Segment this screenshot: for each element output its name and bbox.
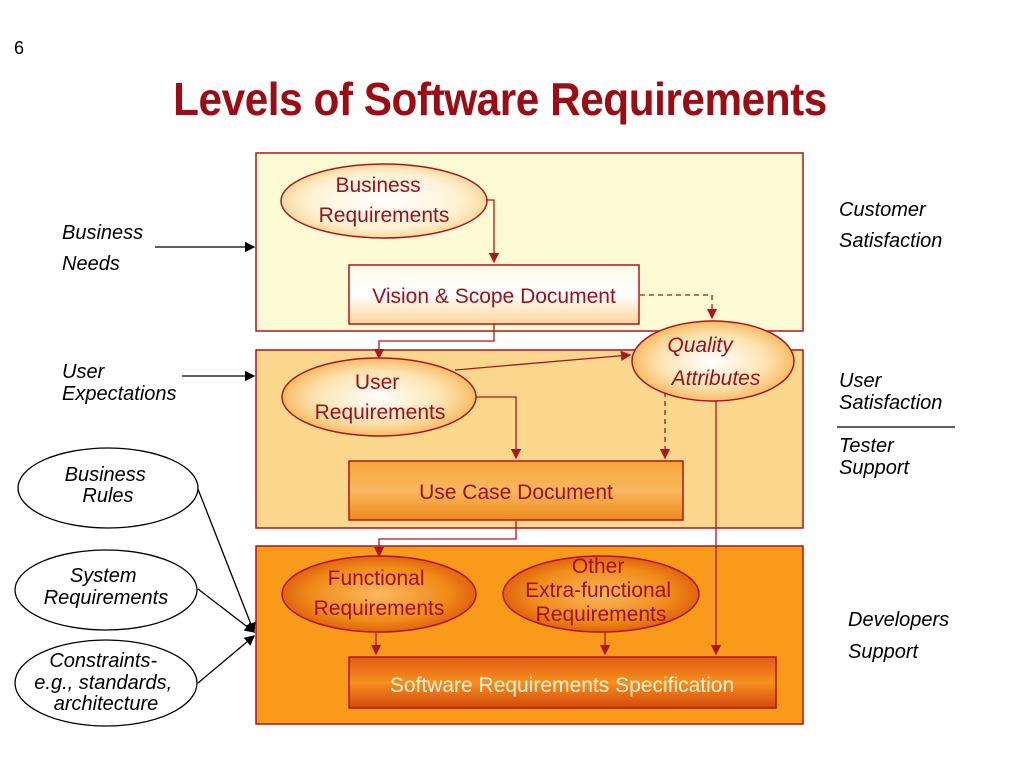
svg-text:User Expectations: User Expectations bbox=[62, 361, 177, 405]
constraints-label: architecture bbox=[54, 693, 159, 715]
constraints-connector bbox=[197, 635, 255, 684]
business-requirements-label: Requirements bbox=[319, 204, 450, 227]
svg-text:System Requirements: System Requirements bbox=[44, 565, 169, 609]
slide-number: 6 bbox=[14, 38, 25, 58]
business-needs-label: Needs bbox=[62, 253, 120, 275]
use-case-box bbox=[348, 460, 684, 521]
functional-requirements-label: Requirements bbox=[314, 597, 445, 620]
usecase-to-functional-connector bbox=[373, 521, 517, 558]
constraints-label: e.g., standards, bbox=[34, 672, 172, 694]
user-to-usecase-connector bbox=[475, 396, 522, 460]
user-satisfaction-label: User bbox=[839, 370, 883, 392]
user-requirements-label: User bbox=[355, 371, 399, 394]
user-expectations-label: User bbox=[62, 361, 106, 383]
extra-functional-label: Other bbox=[572, 555, 625, 578]
extra-functional-oval bbox=[502, 555, 700, 633]
vision-scope-label: Vision & Scope Document bbox=[372, 285, 616, 308]
business-requirements-oval bbox=[280, 163, 488, 239]
quality-attributes-label: Attributes bbox=[670, 367, 761, 390]
system-requirements-oval bbox=[14, 549, 198, 631]
svg-text:Customer Satisfaction: Customer Satisfaction bbox=[839, 199, 942, 252]
system-requirements-label: System bbox=[70, 565, 137, 587]
user-satisfaction-label: Satisfaction bbox=[839, 392, 942, 414]
slide-title: Levels of Software Requirements bbox=[173, 73, 827, 125]
vision-scope-box bbox=[348, 264, 640, 325]
functional-requirements-label: Functional bbox=[328, 567, 425, 590]
vision-to-quality-connector bbox=[640, 294, 718, 320]
developers-support-label: Developers bbox=[848, 609, 949, 631]
user-requirements-label: Requirements bbox=[315, 401, 446, 424]
system-requirements-connector bbox=[197, 588, 256, 633]
business-rules-label: Business bbox=[65, 464, 146, 486]
business-rules-connector bbox=[195, 483, 256, 634]
business-rules-oval bbox=[17, 447, 199, 529]
functional-requirements-oval bbox=[281, 555, 477, 633]
use-case-label: Use Case Document bbox=[419, 481, 613, 504]
svg-text:Business Rules: Business Rules bbox=[65, 464, 152, 507]
tester-support-label: Tester bbox=[839, 435, 895, 457]
constraints-oval bbox=[14, 639, 198, 727]
quality-attributes-oval bbox=[631, 320, 795, 402]
user-requirements-oval bbox=[281, 357, 477, 437]
business-requirements-label: Business bbox=[335, 174, 420, 197]
business-to-vision-connector bbox=[486, 199, 500, 264]
extra-functional-label: Requirements bbox=[536, 603, 667, 626]
business-needs-label: Business bbox=[62, 222, 143, 244]
quality-attributes-label: Quality bbox=[667, 334, 734, 357]
tester-support-label: Support bbox=[839, 457, 910, 479]
svg-text:Quality Attributes: Quality Attributes bbox=[667, 334, 760, 390]
srs-label: Software Requirements Specification bbox=[390, 674, 734, 697]
developers-support-label: Support bbox=[848, 641, 919, 663]
customer-satisfaction-label: Satisfaction bbox=[839, 230, 942, 252]
svg-text:Business Requirements: Business Requirements bbox=[319, 174, 450, 227]
vision-to-user-connector bbox=[373, 324, 495, 360]
extra-functional-label: Extra-functional bbox=[525, 579, 671, 602]
user-to-quality-connector bbox=[454, 350, 632, 371]
svg-text:Developers Support: Developers Support bbox=[848, 609, 955, 663]
svg-text:User Satisfaction: User Satisfaction bbox=[839, 370, 942, 414]
svg-text:Other Extra-functional: Other Extra-functional Requirements bbox=[525, 555, 677, 626]
svg-text:Business Needs: Business Needs bbox=[62, 222, 149, 275]
svg-text:Constraints- e.g., standar: Constraints- e.g., standards, architectu… bbox=[34, 650, 177, 715]
system-requirements-label: Requirements bbox=[44, 587, 169, 609]
svg-text:Functional Requirements: Functional Requirements bbox=[314, 567, 445, 620]
user-expectations-label: Expectations bbox=[62, 383, 177, 405]
svg-text:Tester Support: Tester Support bbox=[839, 435, 910, 479]
customer-satisfaction-label: Customer bbox=[839, 199, 927, 221]
svg-text:User Requirements: User Requirements bbox=[315, 371, 446, 424]
constraints-label: Constraints- bbox=[49, 650, 157, 672]
business-rules-label: Rules bbox=[82, 485, 133, 507]
srs-box bbox=[348, 656, 777, 709]
